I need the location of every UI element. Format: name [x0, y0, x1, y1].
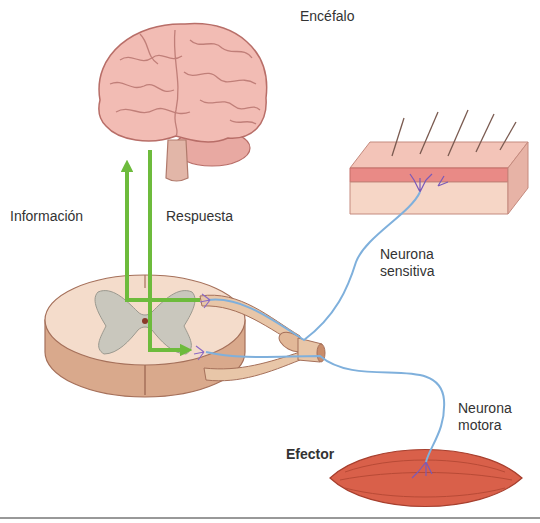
muscle [330, 450, 522, 507]
rule [0, 518, 540, 519]
neuron-label: Neurona sensitiva [380, 246, 458, 280]
fibre [345, 488, 505, 497]
ascending-arrow [127, 166, 200, 300]
gyrus [110, 82, 174, 91]
hair [392, 118, 404, 156]
motor-endplate [412, 462, 432, 478]
synapse [200, 294, 210, 308]
spinal-cord [45, 275, 325, 397]
pathway-label: Información [10, 208, 118, 225]
hair [500, 122, 516, 150]
skin [350, 110, 528, 214]
dorsal-septum [144, 275, 145, 288]
motor-soma [194, 346, 204, 360]
gyrus [116, 108, 190, 113]
hair [420, 112, 438, 154]
effector-label: Efector [286, 446, 356, 463]
central-canal [142, 318, 148, 324]
organ-label: Encéfalo [300, 8, 410, 25]
sulcus [174, 30, 178, 136]
epidermis [350, 168, 508, 182]
neuron-label: Neurona motora [458, 400, 530, 434]
motor-neuron [206, 352, 444, 462]
gyrus [200, 100, 260, 110]
pathways [127, 150, 200, 350]
muscle-belly [330, 450, 522, 507]
cord-top [45, 275, 245, 365]
pathway-label: Respuesta [166, 208, 266, 225]
gyrus [230, 120, 256, 124]
nerve-ending [412, 462, 432, 478]
muscle-fibres [340, 460, 512, 497]
hair [448, 110, 468, 156]
brainstem [166, 140, 188, 181]
nerve-ending [410, 174, 432, 192]
skin-side [508, 142, 528, 214]
cerebrum [99, 24, 267, 142]
descending-arrow [150, 150, 186, 350]
hairs [392, 110, 516, 156]
hair [476, 114, 494, 152]
nerve-ending [438, 176, 448, 186]
fibre [345, 460, 505, 472]
gyri [110, 30, 260, 136]
brain [99, 24, 267, 181]
ventral-fissure [144, 365, 146, 395]
dermis [350, 182, 508, 214]
receptor [410, 174, 448, 192]
skin-surface [350, 142, 528, 168]
gyrus [184, 72, 256, 84]
gyrus [140, 34, 158, 64]
neurons [194, 192, 444, 462]
gyrus [190, 40, 252, 58]
